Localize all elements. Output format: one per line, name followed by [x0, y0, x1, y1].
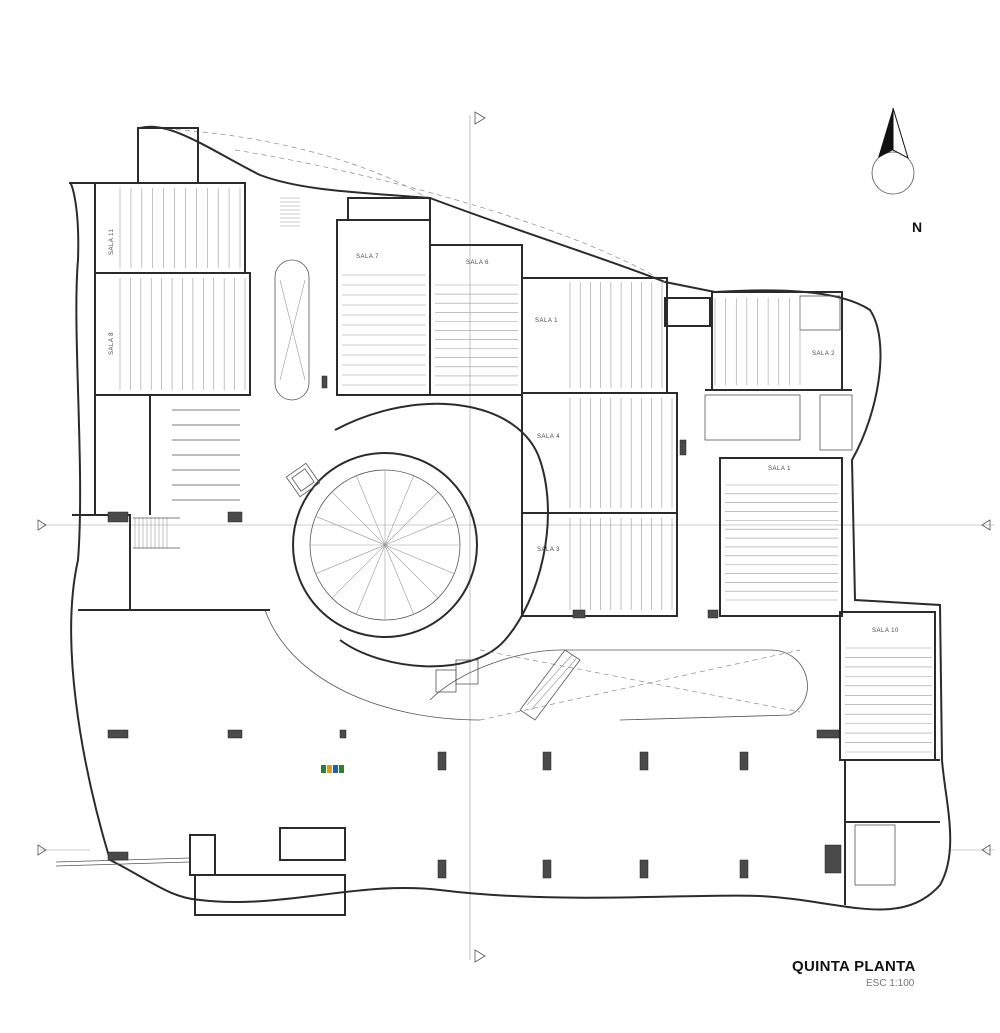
sala-9-label: SALA 1 — [535, 318, 558, 324]
seating-left-block — [119, 188, 246, 390]
stairs-right — [819, 394, 896, 886]
north-arrow-icon: N — [871, 107, 922, 235]
atrium-spokes — [310, 470, 460, 620]
sala-3-label: SALA 3 — [537, 547, 560, 553]
axis-lines — [37, 111, 995, 963]
ramp-oval — [274, 259, 310, 401]
room-sala-7: SALA 7 — [336, 219, 431, 396]
sala-10-label: SALA 10 — [872, 628, 899, 634]
sala-1-label: SALA 1 — [768, 466, 791, 472]
title-block: QUINTA PLANTA ESC 1:100 — [792, 958, 916, 989]
room-sala-11: SALA 11 — [94, 182, 246, 274]
sala-6-label: SALA 6 — [466, 260, 489, 266]
elevator-lower — [435, 659, 479, 693]
escalator — [519, 649, 581, 721]
seating-rows — [342, 274, 932, 753]
north-label: N — [912, 219, 922, 235]
room-sala-6: SALA 6 — [429, 244, 523, 396]
room-sala-8: SALA 8 — [94, 272, 251, 396]
sala-8-label: SALA 8 — [109, 332, 115, 355]
sala-11-label: SALA 11 — [109, 228, 115, 255]
sala-4-label: SALA 4 — [537, 434, 560, 440]
stairs-left — [133, 197, 300, 549]
plan-title: QUINTA PLANTA — [792, 958, 916, 975]
room-sala-3: SALA 3 — [521, 512, 678, 617]
atrium — [264, 402, 808, 721]
room-sala-1: SALA 1 — [719, 457, 843, 617]
room-sala-4: SALA 4 — [521, 392, 678, 514]
room-sala-9: SALA 1 — [521, 277, 668, 394]
interior-walls — [72, 127, 940, 916]
sala-7-label: SALA 7 — [356, 254, 379, 260]
signage — [321, 765, 344, 773]
plan-scale: ESC 1:100 — [866, 978, 915, 989]
building-outline — [55, 125, 952, 911]
structural-columns — [107, 375, 842, 879]
room-sala-2: SALA 2 — [711, 291, 843, 391]
sala-2-label: SALA 2 — [812, 351, 835, 357]
elevator-upper — [285, 462, 321, 498]
